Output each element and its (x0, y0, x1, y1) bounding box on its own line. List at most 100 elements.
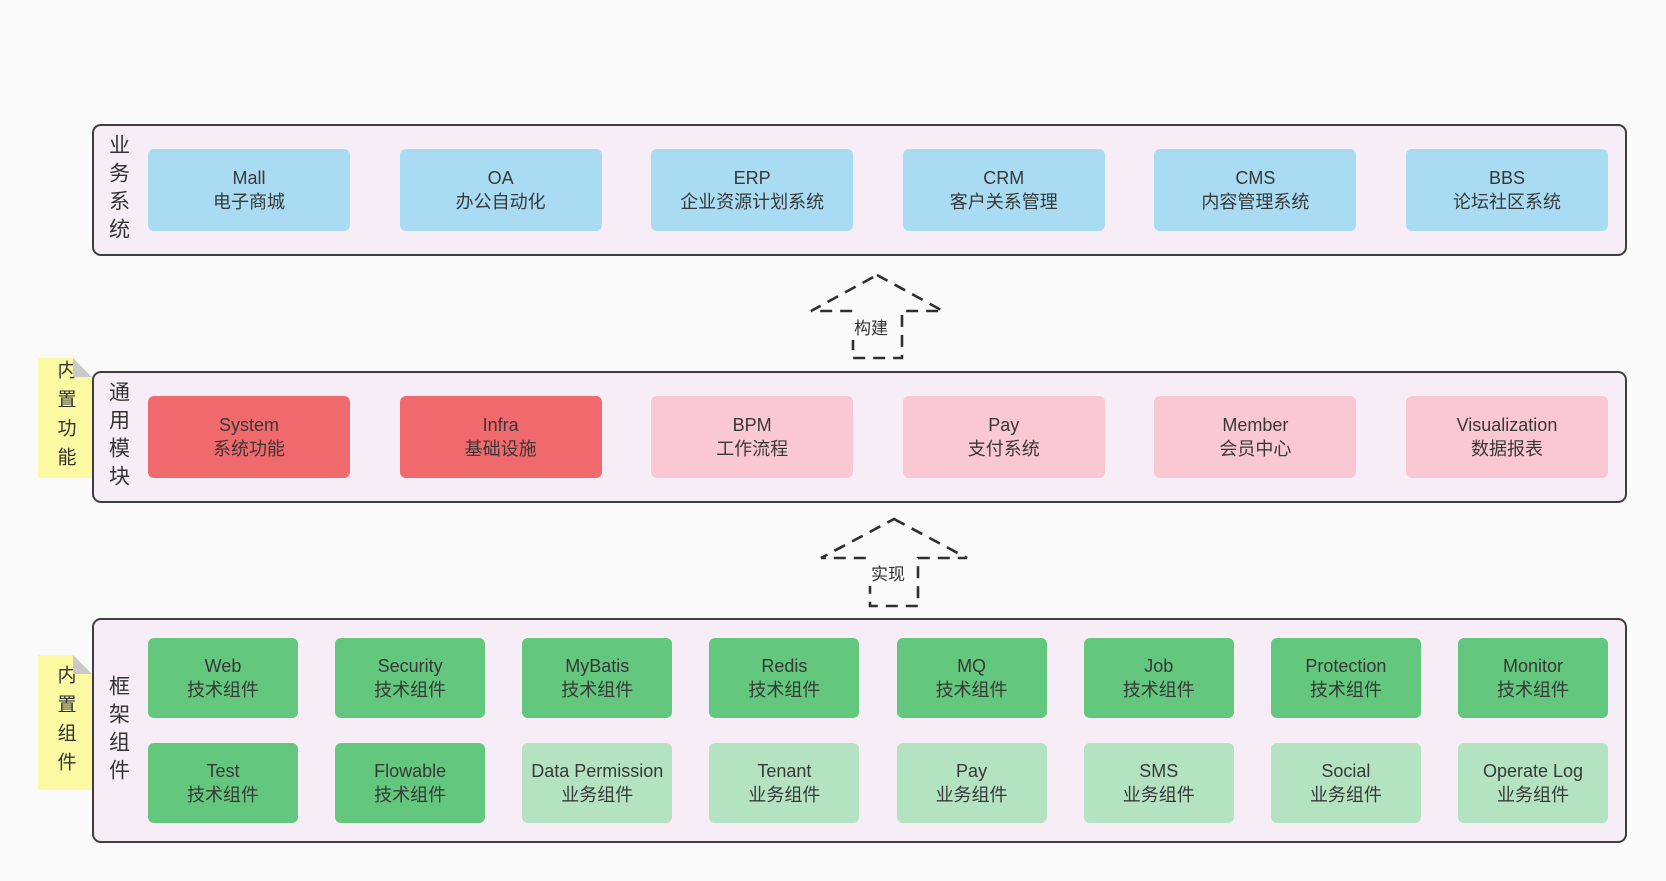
box-cms: CMS 内容管理系统 (1154, 149, 1357, 231)
box-title: Visualization (1456, 414, 1558, 435)
box-subtitle: 工作流程 (716, 439, 789, 459)
box-sms: SMS 业务组件 (1083, 743, 1234, 823)
box-oa: OA 办公自动化 (399, 149, 602, 231)
layer-label-zone: 业务系统 (94, 126, 142, 254)
box-subtitle: 技术组件 (561, 680, 634, 700)
box-subtitle: 技术组件 (1122, 680, 1195, 700)
box-subtitle: 技术组件 (374, 680, 447, 700)
box-title: Security (377, 655, 443, 676)
box-data-permission: Data Permission 业务组件 (522, 743, 673, 823)
layer-boxes: Mall 电子商城 OA 办公自动化 ERP 企业资源计划系统 CRM 客户关系… (142, 126, 1625, 254)
layer-label: 业务系统 (106, 134, 130, 246)
box-subtitle: 办公自动化 (455, 192, 546, 212)
box-subtitle: 技术组件 (1309, 680, 1382, 700)
box-subtitle: 业务组件 (561, 785, 634, 805)
box-subtitle: 客户关系管理 (949, 192, 1058, 212)
box-flowable: Flowable 技术组件 (335, 743, 486, 823)
box-subtitle: 技术组件 (187, 785, 259, 805)
box-redis: Redis 技术组件 (709, 638, 860, 718)
box-erp: ERP 企业资源计划系统 (651, 149, 854, 231)
box-title: BPM (732, 414, 772, 435)
folded-corner-icon (73, 358, 92, 377)
box-mq: MQ 技术组件 (896, 638, 1047, 718)
box-infra: Infra 基础设施 (399, 396, 602, 478)
layer-framework-components: 框架组件 Web 技术组件 Security 技术组件 MyBatis 技术组件… (92, 618, 1627, 843)
sticky-note-text: 内置功能 (54, 360, 76, 476)
box-subtitle: 业务组件 (1496, 785, 1569, 805)
box-row: System 系统功能 Infra 基础设施 BPM 工作流程 Pay 支付系统… (148, 396, 1608, 478)
box-subtitle: 技术组件 (935, 680, 1008, 700)
box-title: Pay (956, 760, 988, 781)
box-pay: Pay 支付系统 (902, 396, 1105, 478)
box-operate-log: Operate Log 业务组件 (1457, 743, 1608, 823)
box-subtitle: 技术组件 (748, 680, 821, 700)
layer-label-zone: 框架组件 (94, 620, 142, 841)
box-subtitle: 企业资源计划系统 (680, 192, 825, 212)
layer-label: 框架组件 (106, 674, 130, 787)
implement-arrow-icon (820, 517, 968, 608)
layer-boxes: Web 技术组件 Security 技术组件 MyBatis 技术组件 Redi… (142, 620, 1625, 841)
box-title: Social (1321, 760, 1371, 781)
box-title: Protection (1305, 655, 1387, 676)
build-arrow-icon (810, 273, 944, 360)
box-title: OA (487, 167, 514, 188)
box-title: MyBatis (565, 655, 630, 676)
box-title: SMS (1139, 760, 1179, 781)
box-pay: Pay 业务组件 (896, 743, 1047, 823)
box-subtitle: 技术组件 (374, 785, 447, 805)
box-monitor: Monitor 技术组件 (1457, 638, 1608, 718)
box-subtitle: 论坛社区系统 (1452, 192, 1561, 212)
box-web: Web 技术组件 (148, 638, 298, 718)
box-row: Mall 电子商城 OA 办公自动化 ERP 企业资源计划系统 CRM 客户关系… (148, 149, 1608, 231)
build-arrow-label: 构建 (849, 313, 893, 340)
box-bpm: BPM 工作流程 (651, 396, 854, 478)
box-subtitle: 技术组件 (1496, 680, 1569, 700)
sticky-note-built-in-components: 内置组件 (38, 655, 92, 790)
box-social: Social 业务组件 (1270, 743, 1421, 823)
box-title: Operate Log (1482, 760, 1584, 781)
box-title: Web (204, 655, 242, 676)
box-subtitle: 技术组件 (187, 680, 259, 700)
folded-corner-icon (73, 655, 92, 674)
layer-boxes: System 系统功能 Infra 基础设施 BPM 工作流程 Pay 支付系统… (142, 373, 1625, 501)
box-security: Security 技术组件 (335, 638, 486, 718)
box-title: ERP (733, 167, 771, 188)
box-tenant: Tenant 业务组件 (709, 743, 860, 823)
box-title: System (218, 414, 279, 435)
box-test: Test 技术组件 (148, 743, 298, 823)
box-title: BBS (1488, 167, 1525, 188)
box-subtitle: 业务组件 (935, 785, 1008, 805)
layer-common-modules: 通用模块 System 系统功能 Infra 基础设施 BPM 工作流程 Pay… (92, 371, 1627, 503)
box-subtitle: 业务组件 (748, 785, 821, 805)
box-crm: CRM 客户关系管理 (902, 149, 1105, 231)
box-bbs: BBS 论坛社区系统 (1405, 149, 1608, 231)
box-visualization: Visualization 数据报表 (1405, 396, 1608, 478)
layer-label: 通用模块 (106, 381, 130, 493)
box-subtitle: 支付系统 (967, 439, 1040, 459)
layer-label-zone: 通用模块 (94, 373, 142, 501)
box-title: Flowable (374, 760, 447, 781)
box-title: CMS (1235, 167, 1276, 188)
box-job: Job 技术组件 (1083, 638, 1234, 718)
box-title: MQ (957, 655, 987, 676)
box-title: Infra (482, 414, 519, 435)
box-member: Member 会员中心 (1154, 396, 1357, 478)
box-row: Web 技术组件 Security 技术组件 MyBatis 技术组件 Redi… (148, 638, 1608, 718)
box-system: System 系统功能 (148, 396, 350, 478)
box-subtitle: 会员中心 (1219, 439, 1292, 459)
box-row: Test 技术组件 Flowable 技术组件 Data Permission … (148, 743, 1608, 823)
box-subtitle: 业务组件 (1309, 785, 1382, 805)
box-title: Pay (988, 414, 1020, 435)
implement-arrow-label: 实现 (866, 559, 910, 586)
box-subtitle: 系统功能 (213, 439, 285, 459)
box-title: Job (1144, 655, 1174, 676)
sticky-note-text: 内置组件 (54, 664, 76, 781)
box-title: Mall (232, 167, 266, 188)
box-title: Data Permission (531, 760, 664, 781)
box-mall: Mall 电子商城 (148, 149, 350, 231)
box-subtitle: 基础设施 (464, 439, 537, 459)
box-title: Member (1222, 414, 1289, 435)
box-title: Monitor (1502, 655, 1563, 676)
layer-business-systems: 业务系统 Mall 电子商城 OA 办公自动化 ERP 企业资源计划系统 CRM… (92, 124, 1627, 256)
